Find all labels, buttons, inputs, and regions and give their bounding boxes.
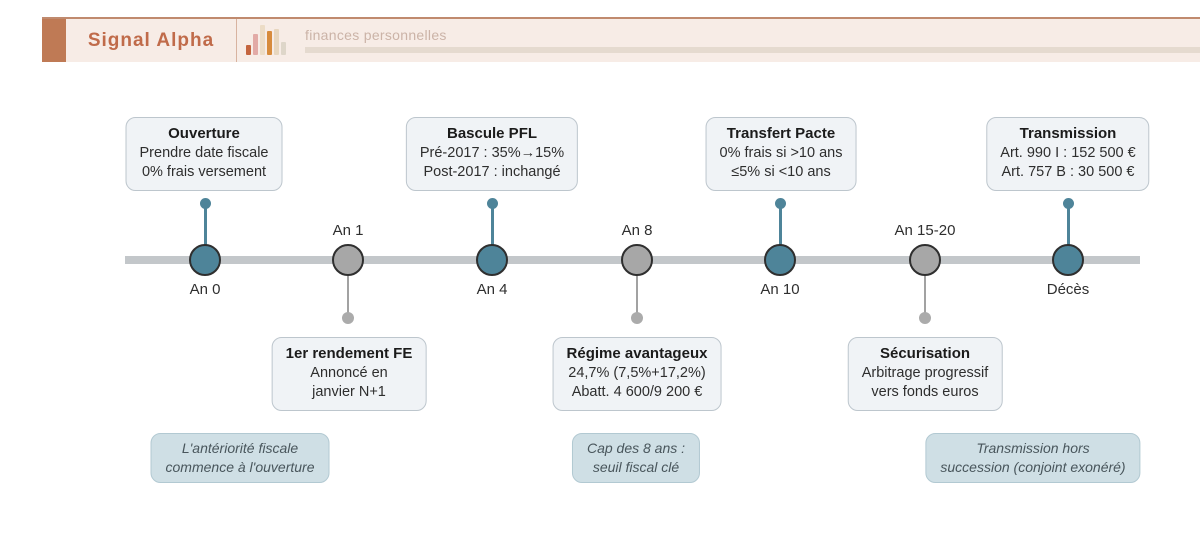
event-title: Sécurisation xyxy=(879,345,971,362)
connector-up xyxy=(1066,206,1070,246)
node-label: An 4 xyxy=(476,281,508,298)
logo-bar xyxy=(260,25,265,55)
timeline-node-an1 xyxy=(332,244,364,276)
event-title: Ouverture xyxy=(168,125,240,142)
connector-dot xyxy=(631,312,643,324)
event-line: Art. 990 I : 152 500 € xyxy=(1000,145,1136,161)
connector-down xyxy=(924,276,926,314)
event-line: Post-2017 : inchangé xyxy=(423,164,561,180)
event-line: Arbitrage progressif xyxy=(861,365,989,381)
note-line: succession (conjoint exonéré) xyxy=(940,459,1126,475)
event-line: Abatt. 4 600/9 200 € xyxy=(571,384,703,400)
event-box-regime-avantageux: Régime avantageux 24,7% (7,5%+17,2%) Aba… xyxy=(552,337,722,411)
node-label: An 1 xyxy=(332,222,364,239)
logo-bar xyxy=(281,42,286,55)
connector-up xyxy=(203,206,207,246)
note-line: L'antériorité fiscale xyxy=(181,440,299,456)
event-line: Annoncé en xyxy=(310,365,388,381)
event-line: Pré-2017 : 35%→15% xyxy=(419,145,565,161)
event-line: janvier N+1 xyxy=(312,384,386,400)
node-label: An 10 xyxy=(760,281,800,298)
event-line: Art. 757 B : 30 500 € xyxy=(1001,164,1135,180)
event-line: 0% frais si >10 ans xyxy=(719,145,843,161)
event-box-transfert-pacte: Transfert Pacte 0% frais si >10 ans ≤5% … xyxy=(705,117,857,191)
connector-dot xyxy=(919,312,931,324)
event-line: Prendre date fiscale xyxy=(139,145,269,161)
event-title: Bascule PFL xyxy=(446,125,538,142)
logo-bar xyxy=(246,45,251,55)
event-line: 24,7% (7,5%+17,2%) xyxy=(568,365,706,381)
logo-bar xyxy=(274,29,279,55)
node-label: Décès xyxy=(1046,281,1090,298)
header-subtitle-area: finances personnelles xyxy=(295,19,1200,62)
timeline-node-deces xyxy=(1052,244,1084,276)
event-box-ouverture: Ouverture Prendre date fiscale 0% frais … xyxy=(125,117,283,191)
note-box-hors-succession: Transmission hors succession (conjoint e… xyxy=(925,433,1141,483)
event-title: Transfert Pacte xyxy=(726,125,836,142)
timeline-node-an10 xyxy=(764,244,796,276)
timeline-node-an4 xyxy=(476,244,508,276)
event-title: Régime avantageux xyxy=(566,345,708,362)
header-bar: Signal Alpha finances personnelles xyxy=(42,17,1200,62)
note-line: Transmission hors xyxy=(976,440,1090,456)
node-label: An 8 xyxy=(621,222,653,239)
connector-dot xyxy=(774,198,786,209)
connector-dot xyxy=(1062,198,1074,209)
event-box-bascule-pfl: Bascule PFL Pré-2017 : 35%→15% Post-2017… xyxy=(405,117,579,191)
event-box-transmission: Transmission Art. 990 I : 152 500 € Art.… xyxy=(986,117,1150,191)
connector-up xyxy=(490,206,494,246)
timeline-node-an0 xyxy=(189,244,221,276)
logo-bar xyxy=(267,31,272,55)
timeline-node-an8 xyxy=(621,244,653,276)
note-line: commence à l'ouverture xyxy=(165,459,315,475)
event-title: 1er rendement FE xyxy=(285,345,413,362)
node-label: An 15-20 xyxy=(894,222,956,239)
event-line: 0% frais versement xyxy=(141,164,267,180)
event-title: Transmission xyxy=(1019,125,1117,142)
connector-down xyxy=(347,276,349,314)
brand-title: Signal Alpha xyxy=(87,29,215,51)
connector-dot xyxy=(486,198,498,209)
note-box-anteriorite: L'antériorité fiscale commence à l'ouver… xyxy=(150,433,330,483)
connector-dot xyxy=(199,198,211,209)
event-line: ≤5% si <10 ans xyxy=(731,164,831,180)
timeline-node-an15-20 xyxy=(909,244,941,276)
note-line: seuil fiscal clé xyxy=(592,459,680,475)
brand-accent-block xyxy=(42,19,66,62)
event-box-1er-rendement: 1er rendement FE Annoncé en janvier N+1 xyxy=(271,337,427,411)
connector-dot xyxy=(342,312,354,324)
subtitle-underline xyxy=(305,47,1200,53)
connector-up xyxy=(778,206,782,246)
header-subtitle: finances personnelles xyxy=(305,27,447,43)
event-line: vers fonds euros xyxy=(871,384,979,400)
connector-down xyxy=(636,276,638,314)
event-box-securisation: Sécurisation Arbitrage progressif vers f… xyxy=(847,337,1003,411)
header-divider xyxy=(236,19,237,62)
logo-bar xyxy=(253,34,258,55)
bar-chart-logo-icon xyxy=(237,19,295,62)
note-box-cap-8-ans: Cap des 8 ans : seuil fiscal clé xyxy=(571,433,701,483)
node-label: An 0 xyxy=(189,281,221,298)
note-line: Cap des 8 ans : xyxy=(586,440,686,456)
